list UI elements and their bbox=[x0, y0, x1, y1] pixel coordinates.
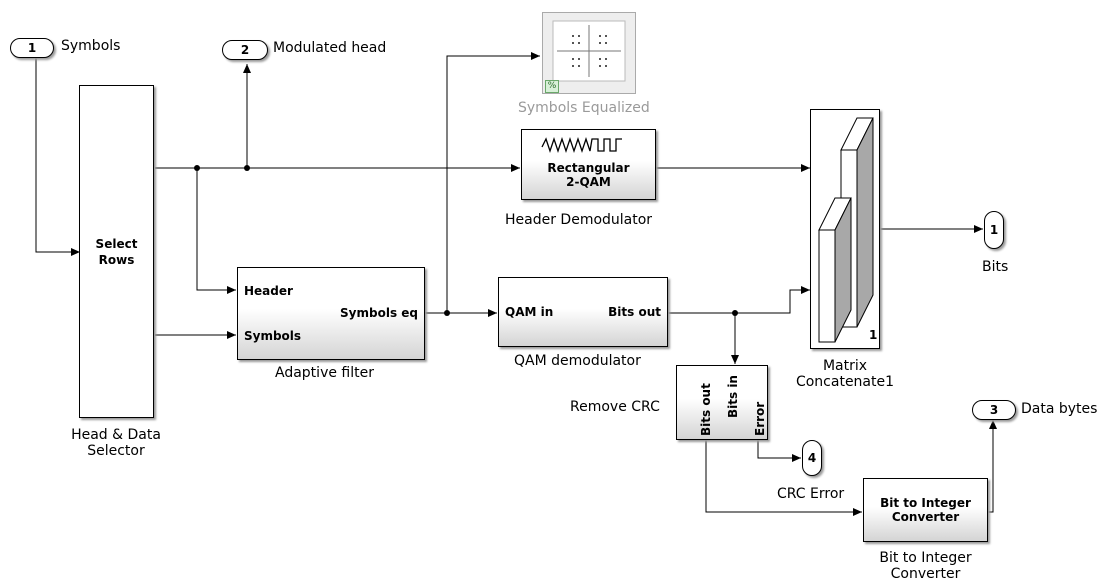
concat-name-line1: Matrix bbox=[822, 358, 868, 374]
port-number: 1 bbox=[27, 41, 37, 55]
bit-to-integer-block[interactable]: Bit to Integer Converter bbox=[863, 478, 988, 542]
remove-crc-name: Remove CRC bbox=[570, 399, 660, 415]
outport-bits[interactable]: 1 bbox=[984, 211, 1004, 249]
port-number: 2 bbox=[240, 43, 250, 57]
outport-crc-error-label: CRC Error bbox=[777, 486, 845, 502]
port-qam-in: QAM in bbox=[505, 305, 554, 319]
selector-name-line2: Selector bbox=[87, 443, 145, 459]
selector-text-line2: Rows bbox=[98, 253, 135, 267]
inport-symbols[interactable]: 1 bbox=[10, 38, 54, 58]
scope-name: Symbols Equalized bbox=[518, 100, 650, 116]
port-header: Header bbox=[244, 284, 293, 298]
outport-modulated-head-label: Modulated head bbox=[273, 40, 387, 56]
outport-data-bytes[interactable]: 3 bbox=[972, 400, 1016, 420]
scope-badge-icon: % bbox=[545, 80, 559, 93]
port-crc-error: Error bbox=[753, 401, 767, 436]
adaptive-filter-name: Adaptive filter bbox=[275, 365, 374, 381]
matrix-concatenate-block[interactable]: 1 bbox=[810, 109, 880, 349]
port-symbols-eq: Symbols eq bbox=[340, 306, 418, 320]
bit2int-text-line1: Bit to Integer bbox=[880, 496, 971, 510]
qam-demodulator-name: QAM demodulator bbox=[514, 353, 641, 369]
bit2int-name-line1: Bit to Integer bbox=[879, 550, 972, 566]
remove-crc-block[interactable]: Bits out Bits in Error bbox=[676, 365, 768, 440]
bit2int-name-line2: Converter bbox=[890, 566, 961, 582]
outport-modulated-head[interactable]: 2 bbox=[222, 40, 268, 60]
selector-name-line1: Head & Data bbox=[71, 427, 161, 443]
port-number: 1 bbox=[989, 223, 999, 237]
concat-dimension: 1 bbox=[869, 328, 878, 342]
constellation-icon bbox=[552, 20, 626, 82]
port-crc-bits-in: Bits in bbox=[726, 375, 740, 418]
header-demod-text-line2: 2-QAM bbox=[566, 175, 611, 189]
port-number: 4 bbox=[807, 451, 817, 465]
concatenate-icon bbox=[818, 117, 874, 343]
symbols-equalized-scope[interactable]: % bbox=[542, 12, 636, 94]
outport-data-bytes-label: Data bytes bbox=[1021, 401, 1098, 417]
head-data-selector-block[interactable]: Select Rows bbox=[79, 85, 154, 418]
port-symbols: Symbols bbox=[244, 329, 302, 343]
inport-symbols-label: Symbols bbox=[61, 38, 121, 54]
outport-crc-error[interactable]: 4 bbox=[802, 440, 822, 476]
header-demodulator-block[interactable]: Rectangular 2-QAM bbox=[521, 129, 656, 200]
outport-bits-label: Bits bbox=[982, 259, 1009, 275]
bit2int-text-line2: Converter bbox=[891, 510, 960, 524]
port-crc-bits-out: Bits out bbox=[699, 383, 713, 436]
waveform-icon bbox=[541, 136, 622, 154]
port-bits-out: Bits out bbox=[608, 305, 661, 319]
adaptive-filter-block[interactable]: Header Symbols Symbols eq bbox=[237, 267, 425, 360]
header-demodulator-name: Header Demodulator bbox=[505, 212, 653, 228]
qam-demodulator-block[interactable]: QAM in Bits out bbox=[498, 277, 668, 347]
header-demod-text-line1: Rectangular bbox=[547, 161, 630, 175]
selector-text-line1: Select bbox=[95, 237, 138, 251]
concat-name-line2: Concatenate1 bbox=[795, 374, 895, 390]
port-number: 3 bbox=[989, 403, 999, 417]
